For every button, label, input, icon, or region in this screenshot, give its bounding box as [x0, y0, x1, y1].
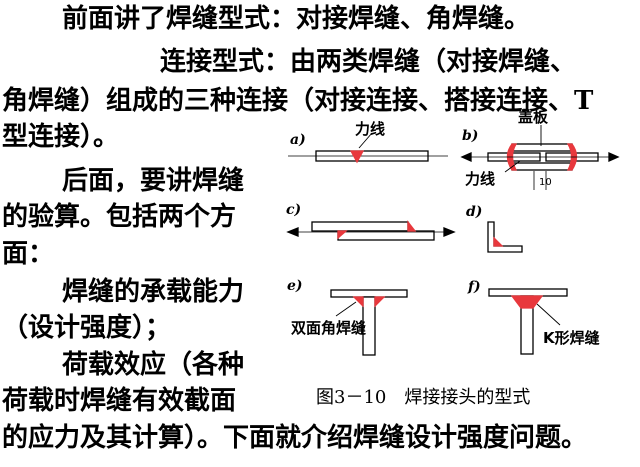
text-line-1: 前面讲了焊缝型式：对接焊缝、角焊缝。: [62, 4, 531, 34]
figure-letter-e: e): [287, 278, 303, 294]
label-force-line-a: 力线: [355, 120, 386, 138]
diagram-e-t-joint-fillet: [330, 289, 408, 356]
label-force-line-b: 力线: [465, 170, 496, 188]
diagram-d-corner-joint: [487, 221, 523, 253]
text-line-11: 荷载时焊缝有效截面: [2, 386, 237, 416]
text-line-4: 型连接）。: [2, 122, 120, 152]
figure-letter-b: b): [462, 128, 479, 144]
text-line-5: 后面，要讲焊缝: [62, 166, 245, 196]
text-line-3: 角焊缝）组成的三种连接（对接连接、搭接连接、T: [2, 86, 594, 116]
text-line-8: 焊缝的承载能力: [62, 277, 245, 307]
text-line-2: 连接型式：由两类焊缝（对接焊缝、: [160, 47, 577, 77]
text-line-12: 的应力及其计算）。下面就介绍焊缝设计强度问题。: [2, 423, 588, 453]
diagram-f-t-joint-k-weld: [488, 288, 568, 355]
diagram-a-butt-joint: [288, 132, 448, 164]
figure-letter-d: d): [466, 204, 483, 220]
diagram-c-lap-joint: [286, 220, 456, 241]
text-line-6: 的验算。包括两个方: [2, 202, 237, 232]
text-line-9: （设计强度）；: [2, 313, 172, 343]
text-line-10: 荷载效应（各种: [62, 350, 245, 380]
figure-letter-f: f): [468, 279, 481, 295]
figure-letter-c: c): [286, 202, 302, 218]
label-double-fillet-weld: 双面角焊缝: [291, 319, 367, 337]
label-k-weld: K形焊缝: [543, 329, 600, 347]
text-line-7: 面：: [2, 239, 55, 269]
figure-letter-a: a): [290, 132, 306, 148]
label-dimension: 10: [539, 177, 552, 188]
figure-caption: 图3－10 焊接接头的型式: [316, 387, 531, 408]
diagram-b-cover-plate-joint: [460, 125, 620, 190]
weld-a: [349, 150, 365, 164]
label-cover-plate: 盖板: [518, 108, 549, 126]
